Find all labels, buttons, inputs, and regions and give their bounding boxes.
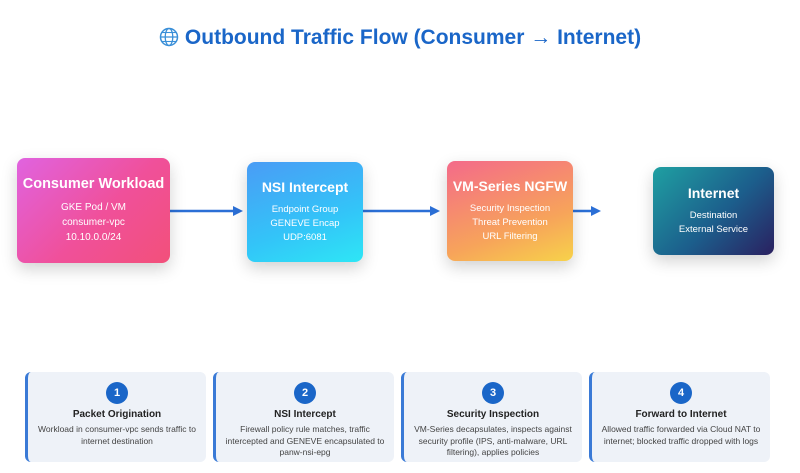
- node-consumer-workload: Consumer Workload GKE Pod / VM consumer-…: [17, 158, 170, 263]
- page-title: Outbound Traffic Flow (Consumer → Intern…: [0, 26, 800, 53]
- step-card-2: 2 NSI Intercept Firewall policy rule mat…: [213, 372, 394, 462]
- step-title: Forward to Internet: [635, 409, 727, 420]
- step-number-badge: 4: [670, 382, 692, 404]
- node-line: GKE Pod / VM: [60, 202, 127, 213]
- node-line: 10.10.0.0/24: [65, 232, 122, 243]
- node-vm-series-ngfw: VM-Series NGFW Security Inspection Threa…: [447, 161, 573, 261]
- step-description: Allowed traffic forwarded via Cloud NAT …: [601, 424, 761, 446]
- step-description: VM-Series decapsulates, inspects against…: [414, 424, 572, 457]
- step-card-3: 3 Security Inspection VM-Series decapsul…: [401, 372, 582, 462]
- node-line: Endpoint Group: [271, 204, 339, 215]
- globe-icon: [159, 27, 179, 53]
- node-nsi-intercept: NSI Intercept Endpoint Group GENEVE Enca…: [247, 162, 363, 262]
- node-line: Destination: [689, 210, 738, 221]
- node-line: Threat Prevention: [472, 217, 548, 228]
- step-card-4: 4 Forward to Internet Allowed traffic fo…: [589, 372, 770, 462]
- node-internet: Internet Destination External Service: [653, 167, 774, 255]
- node-line: Security Inspection: [469, 203, 551, 214]
- node-title: NSI Intercept: [261, 179, 349, 195]
- node-line: UDP:6081: [283, 232, 327, 243]
- page-title-text: Outbound Traffic Flow (Consumer → Intern…: [184, 26, 642, 49]
- step-card-1: 1 Packet Origination Workload in consume…: [25, 372, 206, 462]
- node-title: Consumer Workload: [22, 176, 165, 192]
- node-line: URL Filtering: [482, 231, 538, 242]
- step-number-badge: 1: [106, 382, 128, 404]
- step-title: Security Inspection: [446, 409, 540, 420]
- step-description: Workload in consumer-vpc sends traffic t…: [38, 424, 196, 446]
- step-description: Firewall policy rule matches, traffic in…: [225, 424, 385, 457]
- step-number-badge: 3: [482, 382, 504, 404]
- steps-panel: 1 Packet Origination Workload in consume…: [25, 372, 785, 462]
- node-line: GENEVE Encap: [270, 218, 340, 229]
- step-title: Packet Origination: [72, 409, 162, 420]
- node-title: Internet: [687, 185, 740, 201]
- node-line: consumer-vpc: [62, 217, 125, 228]
- step-number-badge: 2: [294, 382, 316, 404]
- node-title: VM-Series NGFW: [452, 178, 568, 194]
- step-title: NSI Intercept: [274, 409, 336, 420]
- node-line: External Service: [678, 224, 749, 235]
